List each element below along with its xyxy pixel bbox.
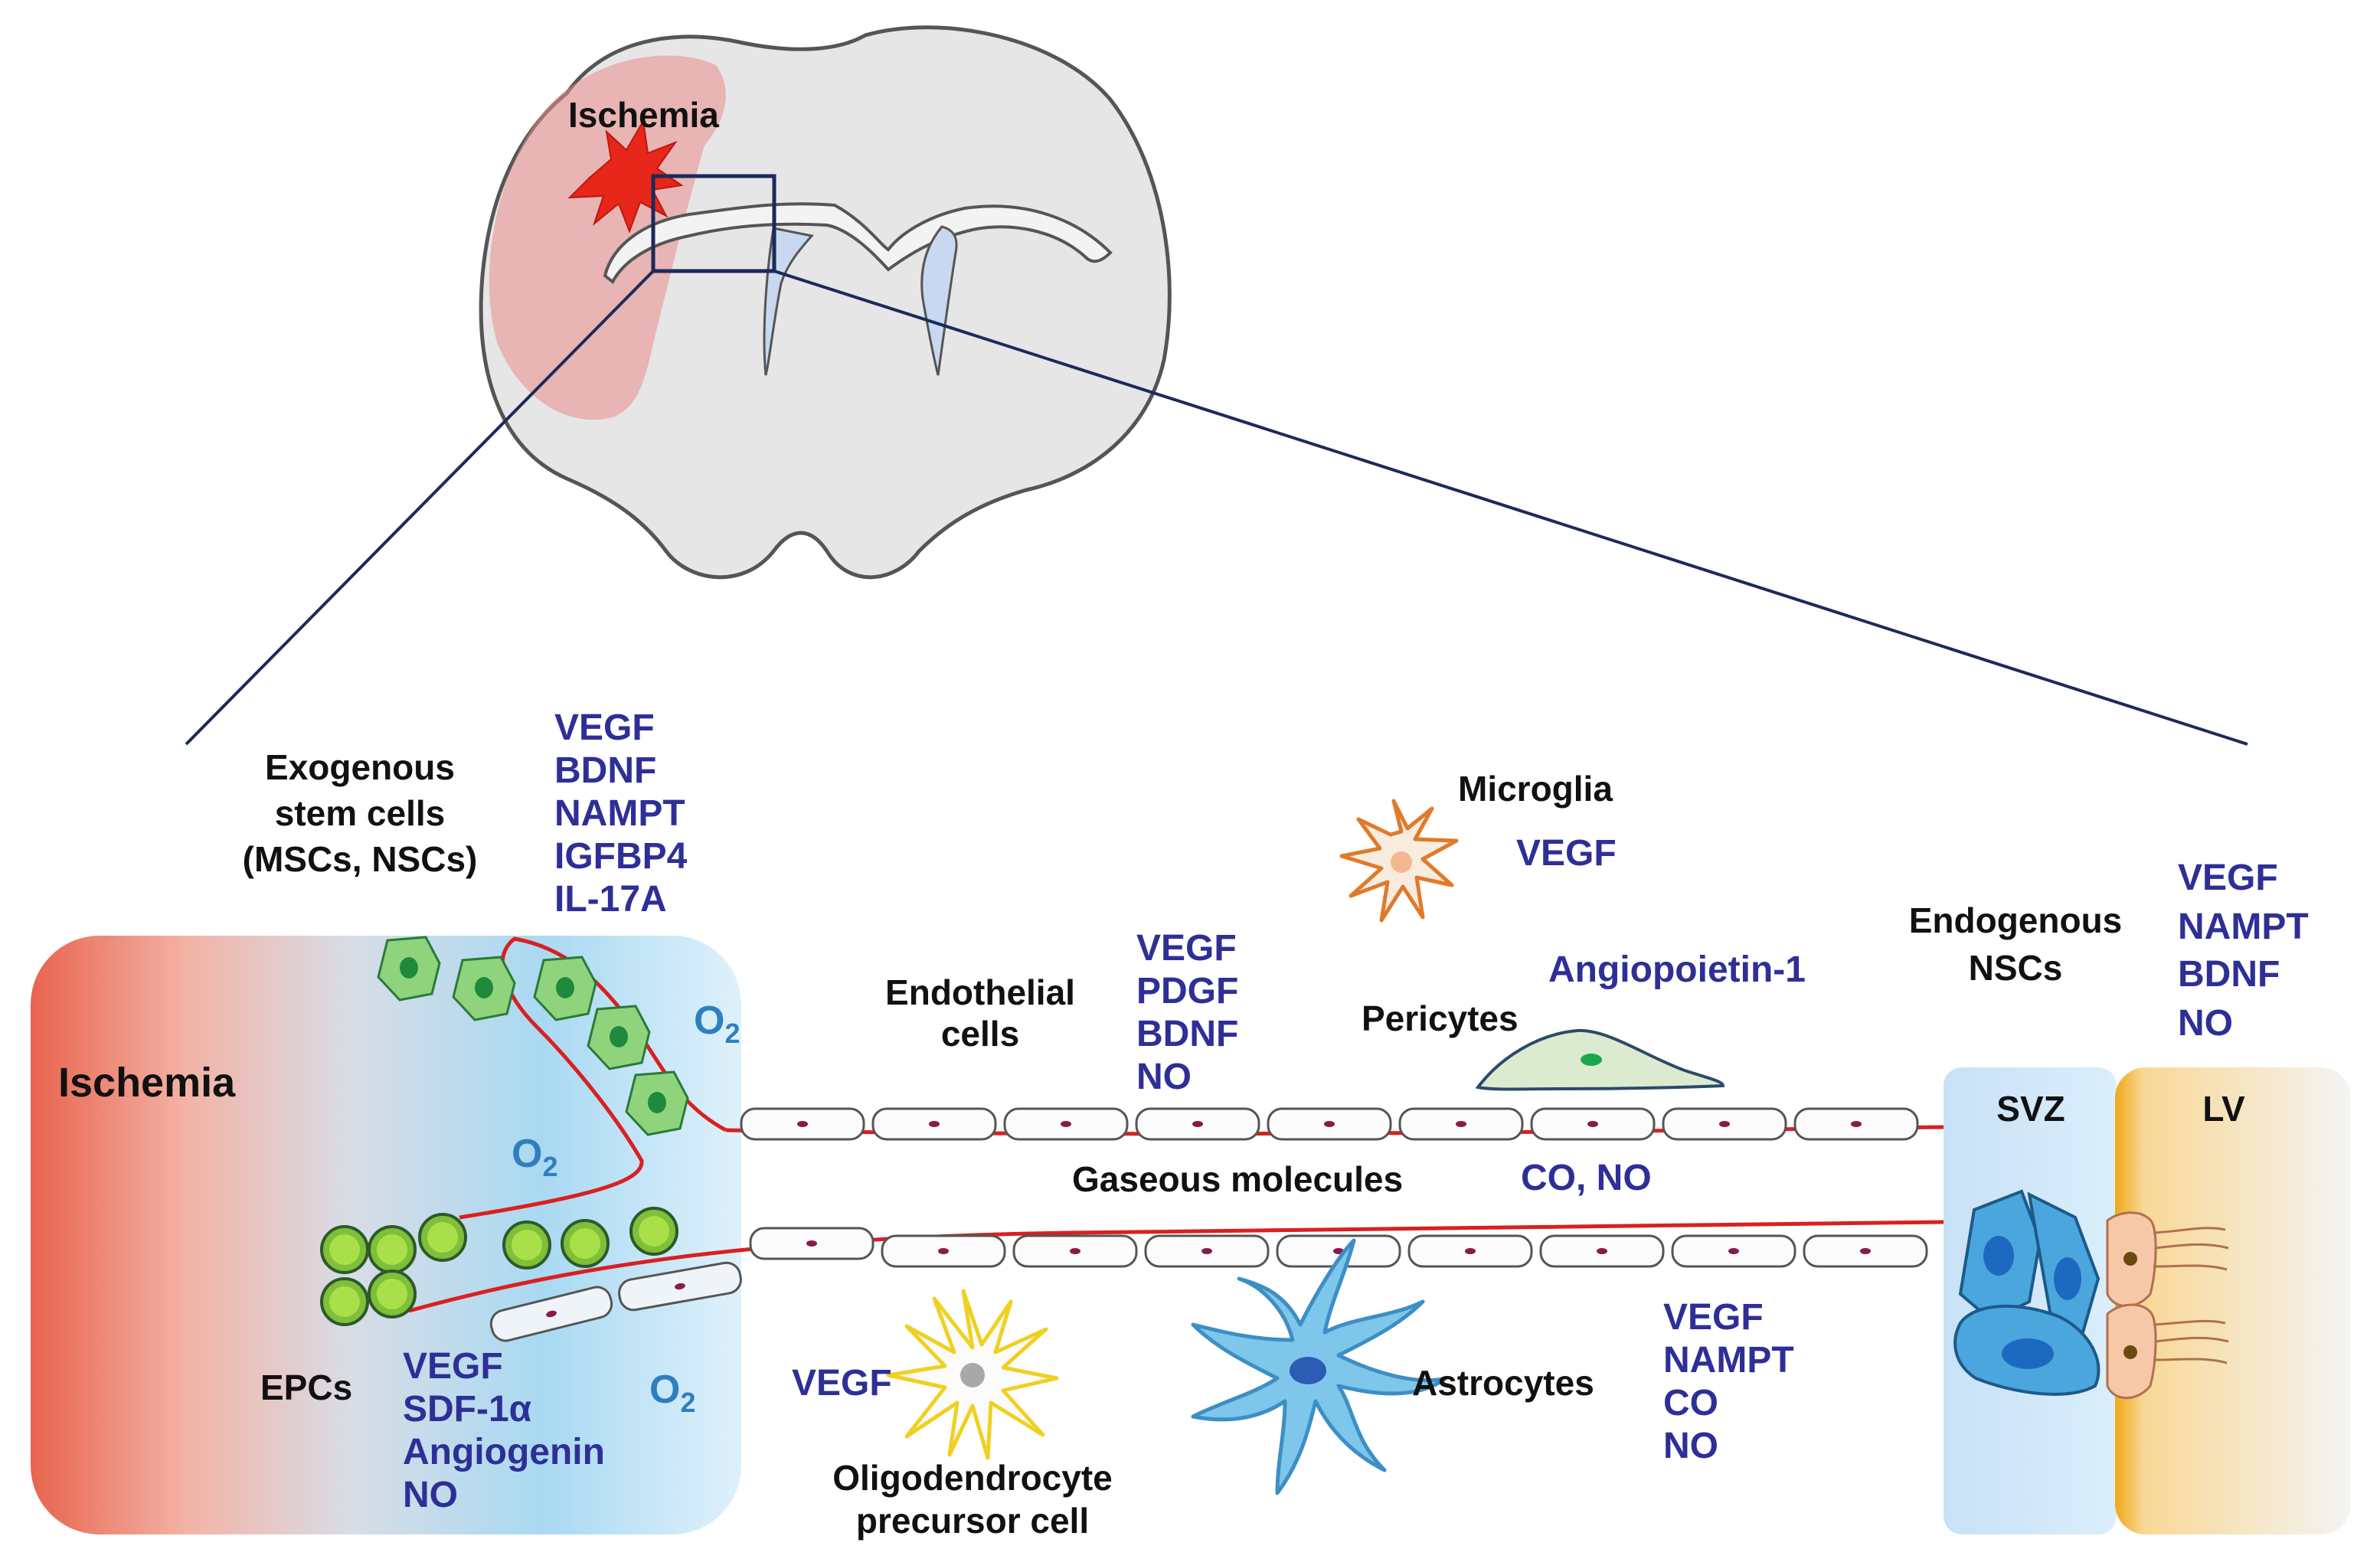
- zoom-line-left: [185, 270, 655, 746]
- endothelial-cell-icon: [1662, 1107, 1787, 1141]
- endothelial-mol-4: NO: [1136, 1057, 1192, 1097]
- endothelial-label-2: cells: [941, 1014, 1019, 1054]
- gaseous-mol-1: CO, NO: [1521, 1158, 1652, 1198]
- pericyte-icon: [1475, 1028, 1725, 1091]
- endogenous-mol-2: NAMPT: [2178, 907, 2309, 947]
- epc-cell-icon: [418, 1213, 467, 1262]
- stem-cell-icon: [452, 956, 516, 1021]
- svz-cell-icon: [1953, 1189, 2100, 1396]
- microglia-label: Microglia: [1458, 769, 1613, 809]
- exogenous-mol-1: VEGF: [554, 707, 655, 748]
- oligodendrocyte-icon: [886, 1289, 1059, 1460]
- microglia-mol-1: VEGF: [1516, 833, 1617, 874]
- epcs-label: EPCs: [260, 1368, 352, 1407]
- epcs-mol-1: VEGF: [403, 1346, 503, 1387]
- endothelial-cell-icon: [1267, 1107, 1392, 1141]
- exogenous-label-2: stem cells: [275, 793, 445, 833]
- endothelial-mol-2: PDGF: [1136, 971, 1238, 1011]
- endothelial-mol-3: BDNF: [1136, 1014, 1238, 1054]
- lv-panel: [2115, 1067, 2351, 1534]
- endothelial-cell-icon: [1135, 1107, 1260, 1141]
- epcs-mol-3: Angiogenin: [403, 1432, 605, 1472]
- epc-cell-icon: [368, 1225, 417, 1274]
- endothelial-mol-1: VEGF: [1136, 928, 1237, 969]
- endothelial-row-top: [740, 1107, 1919, 1141]
- stem-cell-icon: [533, 956, 597, 1021]
- astrocyte-icon: [1191, 1238, 1448, 1495]
- endothelial-cell-icon: [749, 1227, 875, 1260]
- exogenous-stem-cell-group: [377, 936, 689, 1136]
- endothelial-cell-icon: [1276, 1234, 1401, 1268]
- astrocytes-mol-4: NO: [1663, 1426, 1718, 1466]
- microglia-icon: [1339, 799, 1459, 923]
- epcs-mol-2: SDF-1α: [403, 1389, 532, 1430]
- endothelial-cell-icon: [1539, 1234, 1665, 1268]
- stem-cell-icon: [377, 936, 441, 1002]
- opc-label-2: precursor cell: [856, 1501, 1089, 1541]
- brain-section-icon: Ischemia: [479, 25, 1172, 580]
- endogenous-label-2: NSCs: [1969, 948, 2063, 988]
- endothelial-cell-icon: [1144, 1234, 1270, 1268]
- epcs-mol-4: NO: [403, 1475, 458, 1515]
- pericytes-mol-1: Angiopoietin-1: [1548, 949, 1806, 990]
- epc-cell-icon: [320, 1225, 369, 1274]
- endothelial-cell-icon: [1530, 1107, 1656, 1141]
- epc-cell-icon: [320, 1277, 369, 1326]
- stem-cell-icon: [587, 1005, 651, 1070]
- opc-label-1: Oligodendrocyte: [832, 1458, 1112, 1498]
- epc-cell-icon: [368, 1270, 417, 1319]
- pericytes-label: Pericytes: [1362, 998, 1519, 1038]
- endothelial-cell-icon: [1671, 1234, 1796, 1268]
- endothelial-row-bottom: [489, 1227, 1928, 1342]
- oxygen-label-3: O2: [649, 1368, 695, 1418]
- endothelial-cell-icon: [489, 1286, 613, 1342]
- zoom-box: [651, 174, 776, 273]
- endothelial-cell-icon: [1012, 1234, 1138, 1268]
- epc-cell-group: [320, 1207, 678, 1326]
- exogenous-mol-3: NAMPT: [554, 793, 685, 834]
- ischemia-label: Ischemia: [58, 1060, 236, 1106]
- endogenous-label-1: Endogenous: [1909, 900, 2123, 940]
- endothelial-cell-icon: [881, 1234, 1006, 1268]
- epc-cell-icon: [629, 1207, 678, 1256]
- endothelial-cell-icon: [1803, 1234, 1928, 1268]
- gaseous-label: Gaseous molecules: [1072, 1159, 1403, 1199]
- endothelial-cell-icon: [1793, 1107, 1919, 1141]
- endogenous-mol-4: NO: [2178, 1003, 2233, 1044]
- vessel-wall-bottom: [408, 1220, 1944, 1313]
- astrocytes-mol-2: NAMPT: [1663, 1340, 1794, 1381]
- exogenous-mol-5: IL-17A: [554, 879, 667, 920]
- lv-label: LV: [2202, 1089, 2245, 1129]
- exogenous-mol-4: IGFBP4: [554, 836, 688, 877]
- svz-label: SVZ: [1996, 1089, 2065, 1129]
- endothelial-cell-icon: [871, 1107, 997, 1141]
- ependymal-cell-icon: [2106, 1211, 2229, 1400]
- endothelial-cell-icon: [618, 1261, 742, 1312]
- endogenous-mol-3: BDNF: [2178, 954, 2280, 995]
- endogenous-mol-1: VEGF: [2178, 858, 2278, 898]
- zoom-line-right: [773, 270, 2248, 746]
- exogenous-mol-2: BDNF: [554, 750, 656, 791]
- exogenous-label-1: Exogenous: [265, 747, 455, 787]
- endothelial-cell-icon: [1398, 1107, 1524, 1141]
- oxygen-label-1: O2: [694, 998, 740, 1049]
- astrocytes-mol-3: CO: [1663, 1383, 1718, 1423]
- epc-cell-icon: [561, 1219, 610, 1268]
- lateral-ventricle-left: [763, 227, 814, 376]
- astrocytes-label: Astrocytes: [1412, 1363, 1594, 1403]
- astrocytes-mol-1: VEGF: [1663, 1297, 1764, 1338]
- exogenous-label-3: (MSCs, NSCs): [243, 839, 478, 879]
- brain-ischemia-label: Ischemia: [568, 95, 719, 135]
- endothelial-cell-icon: [1407, 1234, 1533, 1268]
- endothelial-cell-icon: [740, 1107, 865, 1141]
- stem-cell-icon: [625, 1070, 689, 1136]
- endothelial-label-1: Endothelial: [885, 972, 1075, 1012]
- epc-cell-icon: [502, 1221, 551, 1270]
- lateral-ventricle-right: [920, 225, 958, 376]
- oxygen-label-2: O2: [512, 1132, 557, 1182]
- ventricle-arch: [603, 202, 1113, 285]
- opc-mol-1: VEGF: [792, 1363, 892, 1404]
- endothelial-cell-icon: [1003, 1107, 1129, 1141]
